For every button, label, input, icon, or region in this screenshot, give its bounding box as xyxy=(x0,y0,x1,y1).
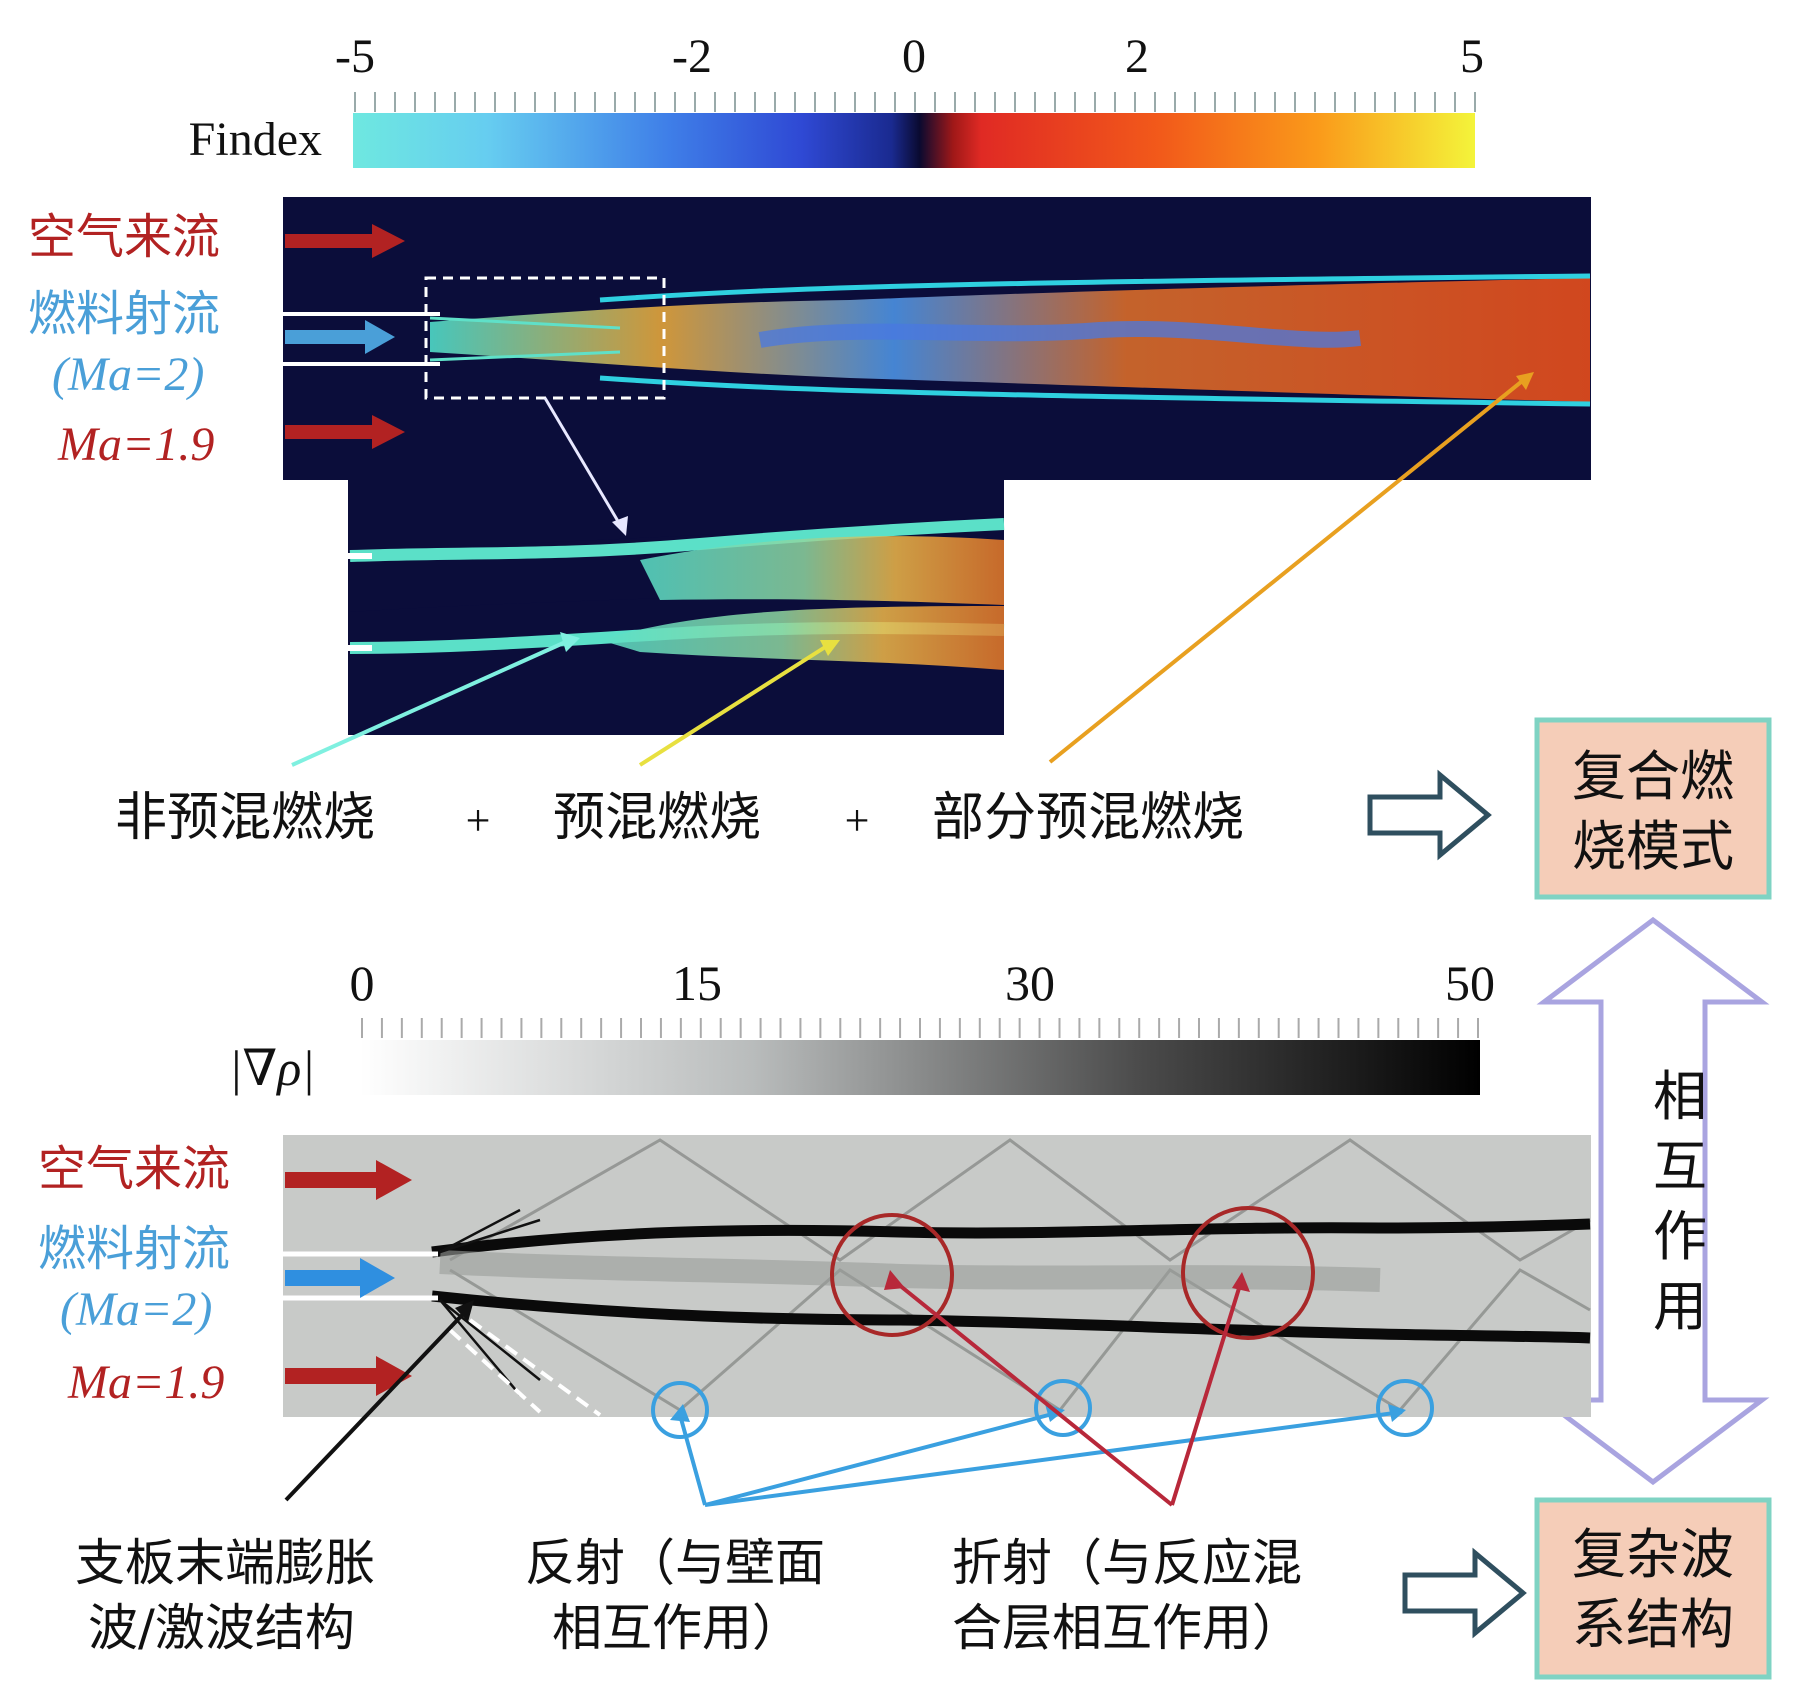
combustion-mode-box: 复合燃 烧模式 xyxy=(1534,717,1772,900)
fuel-jet-label: 燃料射流 xyxy=(28,286,220,342)
density-gradient-label: |∇ρ| xyxy=(229,1040,315,1096)
fuel-jet-arrow xyxy=(285,320,395,354)
reflection-label: 反射（与壁面 xyxy=(525,1534,825,1592)
interaction-char: 作 xyxy=(1653,1205,1707,1268)
findex-colorbar: Findex -5 -2 0 2 5 xyxy=(189,30,1484,168)
combustion-mode-text: 复合燃 xyxy=(1572,745,1734,808)
air-mach-label: Ma=1.9 xyxy=(67,1356,224,1409)
nonpremixed-label: 非预混燃烧 xyxy=(115,788,375,848)
fuel-mach-label: (Ma=2) xyxy=(60,1283,212,1336)
findex-tick-label: 5 xyxy=(1460,30,1484,83)
air-inflow-arrow-upper xyxy=(285,1160,412,1200)
findex-tick-label: 2 xyxy=(1125,30,1149,83)
annotation-pointers xyxy=(284,1270,1406,1507)
refraction-label: 合层相互作用） xyxy=(952,1599,1302,1657)
partially-premixed-label: 部分预混燃烧 xyxy=(932,788,1244,848)
bottom-inflow-labels: 空气来流 燃料射流 (Ma=2) Ma=1.9 xyxy=(38,1141,412,1409)
schlieren-field xyxy=(283,1135,1591,1439)
outline-arrow-top xyxy=(1367,769,1492,861)
fuel-jet-label: 燃料射流 xyxy=(38,1221,230,1277)
interaction-char: 相 xyxy=(1653,1065,1707,1128)
fuel-jet-arrow xyxy=(285,1258,395,1298)
gradient-tick-label: 15 xyxy=(672,955,722,1011)
wave-structure-text: 复杂波 xyxy=(1572,1523,1734,1586)
refraction-circle xyxy=(1181,1206,1315,1340)
plus-sign: + xyxy=(845,796,870,845)
gradient-tick-label: 0 xyxy=(350,955,375,1011)
top-inflow-labels: 空气来流 燃料射流 (Ma=2) Ma=1.9 xyxy=(28,209,405,471)
air-inflow-label: 空气来流 xyxy=(28,209,220,265)
reflection-circle xyxy=(651,1381,709,1439)
strut-wave-label: 波/激波结构 xyxy=(88,1599,355,1657)
annotation-texts: 支板末端膨胀 波/激波结构 反射（与壁面 相互作用） 折射（与反应混 合层相互作… xyxy=(75,1534,1302,1657)
mode-pointer-arrows xyxy=(291,372,1534,767)
reflection-circle xyxy=(1376,1379,1434,1437)
strut-wave-label: 支板末端膨胀 xyxy=(75,1534,375,1592)
interaction-char: 互 xyxy=(1653,1135,1707,1198)
combustion-mode-text: 烧模式 xyxy=(1572,815,1734,878)
findex-field-inset xyxy=(348,480,1005,735)
outline-arrow-bottom xyxy=(1402,1547,1527,1639)
air-inflow-label: 空气来流 xyxy=(38,1141,230,1197)
reflection-circle xyxy=(1034,1379,1092,1437)
air-inflow-arrow-upper xyxy=(285,224,405,258)
findex-tick-label: 0 xyxy=(902,30,926,83)
gradient-tick-label: 30 xyxy=(1005,955,1055,1011)
findex-label: Findex xyxy=(189,113,322,166)
interaction-char: 用 xyxy=(1653,1275,1707,1338)
fuel-mach-label: (Ma=2) xyxy=(52,348,204,401)
refraction-circle xyxy=(830,1213,954,1337)
findex-minor-ticks xyxy=(354,92,1476,112)
plus-sign: + xyxy=(466,796,491,845)
interaction-double-arrow: 相 互 作 用 xyxy=(1536,916,1770,1486)
air-inflow-arrow-lower xyxy=(285,1356,412,1396)
combustion-mode-row: 非预混燃烧 + 预混燃烧 + 部分预混燃烧 xyxy=(115,788,1244,848)
findex-tick-label: -2 xyxy=(672,30,712,83)
wave-structure-text: 系结构 xyxy=(1572,1593,1734,1656)
air-inflow-arrow-lower xyxy=(285,415,405,449)
density-gradient-colorbar: |∇ρ| 0 15 30 50 xyxy=(229,955,1495,1096)
refraction-label: 折射（与反应混 xyxy=(952,1534,1302,1592)
findex-tick-label: -5 xyxy=(335,30,375,83)
wave-structure-box: 复杂波 系结构 xyxy=(1534,1497,1772,1680)
reflection-label: 相互作用） xyxy=(552,1599,802,1657)
findex-field-upper xyxy=(283,197,1591,480)
zoom-pointer xyxy=(543,397,624,529)
premixed-label: 预混燃烧 xyxy=(553,788,761,848)
gradient-tick-label: 50 xyxy=(1445,955,1495,1011)
air-mach-label: Ma=1.9 xyxy=(57,418,214,471)
gradient-minor-ticks xyxy=(361,1018,1479,1038)
